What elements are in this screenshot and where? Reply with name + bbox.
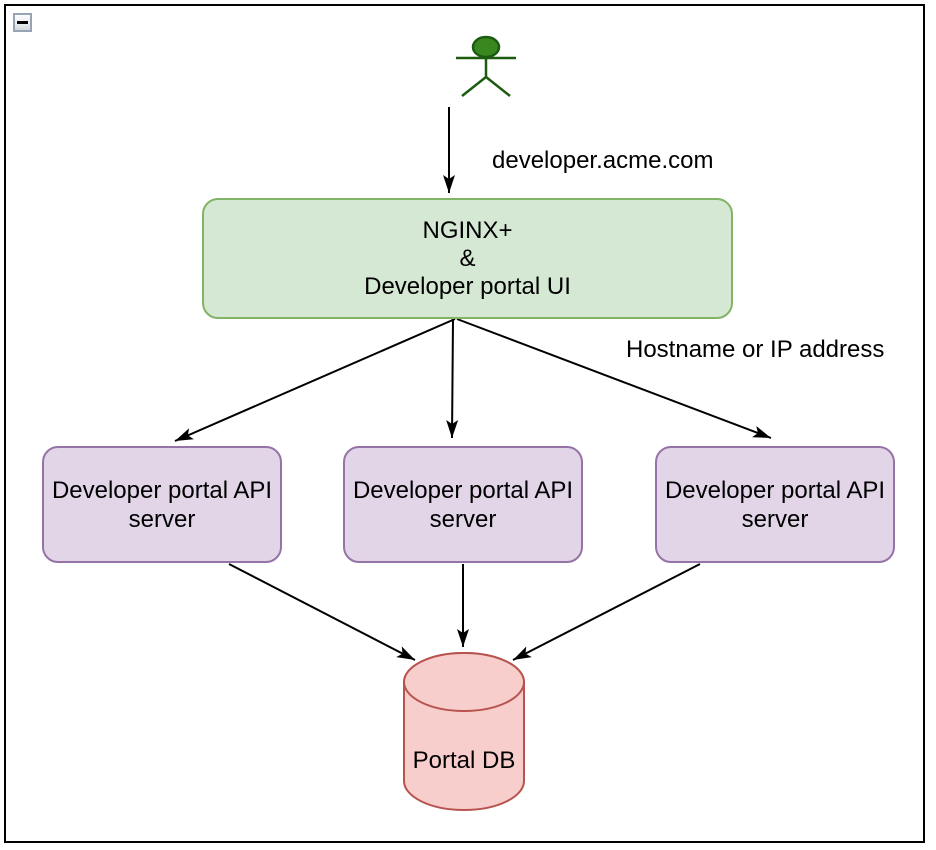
node-api-server-1-label: Developer portal API server bbox=[51, 476, 273, 533]
node-api-server-2-label: Developer portal API server bbox=[352, 476, 574, 533]
node-nginx-portal-ui: NGINX+ & Developer portal UI bbox=[202, 198, 733, 319]
arrow-nginx-to-api-middle bbox=[446, 318, 459, 439]
edge-label-routing-note: Hostname or IP address bbox=[626, 336, 885, 363]
arrow-api-right-to-db bbox=[512, 563, 701, 661]
collapse-button[interactable] bbox=[13, 13, 32, 32]
arrow-nginx-to-api-right bbox=[456, 318, 772, 439]
node-nginx-line2: & bbox=[459, 244, 476, 272]
edge-label-request-host: developer.acme.com bbox=[492, 147, 714, 174]
node-nginx-line1: NGINX+ bbox=[422, 216, 513, 244]
node-api-server-2: Developer portal API server bbox=[343, 446, 583, 563]
person-actor-icon bbox=[456, 35, 516, 97]
node-api-server-3: Developer portal API server bbox=[655, 446, 895, 563]
node-api-server-1: Developer portal API server bbox=[42, 446, 282, 563]
minus-icon bbox=[17, 21, 28, 24]
database-label: Portal DB bbox=[412, 747, 516, 774]
node-nginx-line3: Developer portal UI bbox=[364, 272, 571, 300]
arrow-nginx-to-api-left bbox=[174, 318, 456, 442]
node-api-server-3-label: Developer portal API server bbox=[664, 476, 886, 533]
arrow-api-left-to-db bbox=[228, 563, 416, 661]
database-cylinder bbox=[403, 652, 525, 811]
